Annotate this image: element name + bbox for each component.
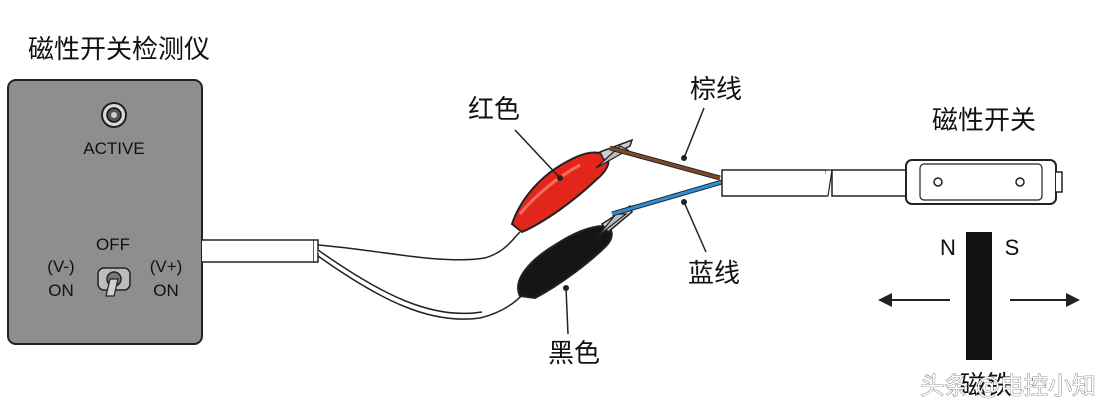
magnetic-switch-icon (905, 159, 1063, 205)
watermark: 头条 @电控小知 (920, 372, 1096, 400)
right-on-label: ON (153, 281, 179, 300)
red-clip-label: 红色 (468, 95, 520, 125)
active-label: ACTIVE (83, 139, 144, 158)
magnet-south-label: S (1005, 235, 1020, 260)
blue-wire-label: 蓝线 (688, 259, 740, 289)
brown-wire-label: 棕线 (690, 75, 742, 105)
toggle-switch-icon[interactable] (97, 267, 131, 297)
red-clip-leader-dot (557, 175, 563, 181)
tester-title: 磁性开关检测仪 (28, 35, 210, 65)
right-polarity-label: (V+) (150, 257, 183, 276)
blue-wire-leader (683, 201, 707, 253)
black-clip-leader (565, 287, 569, 335)
black-clip-label: 黑色 (548, 339, 600, 369)
active-led-icon (101, 102, 127, 128)
black-clip-leader-dot (563, 285, 569, 291)
red-clip-leader (514, 129, 561, 179)
brown-wire-leader (683, 107, 705, 159)
right-arrow-icon (1010, 293, 1080, 307)
switch-label: 磁性开关 (932, 106, 1036, 136)
left-on-label: ON (48, 281, 74, 300)
blue-wire (611, 179, 723, 217)
magnet-label: 磁铁 (960, 371, 1012, 401)
switch-cable (721, 169, 911, 197)
tester-body (7, 79, 203, 345)
blue-wire-leader-dot (681, 199, 687, 205)
magnet-north-label: N (940, 235, 956, 260)
left-polarity-label: (V-) (47, 257, 74, 276)
brown-wire (609, 145, 721, 181)
off-label: OFF (96, 235, 130, 254)
left-arrow-icon (878, 293, 950, 307)
magnet-icon (966, 232, 992, 360)
black-clip-icon (517, 204, 633, 300)
tester-cable (202, 231, 526, 320)
brown-wire-leader-dot (681, 155, 687, 161)
